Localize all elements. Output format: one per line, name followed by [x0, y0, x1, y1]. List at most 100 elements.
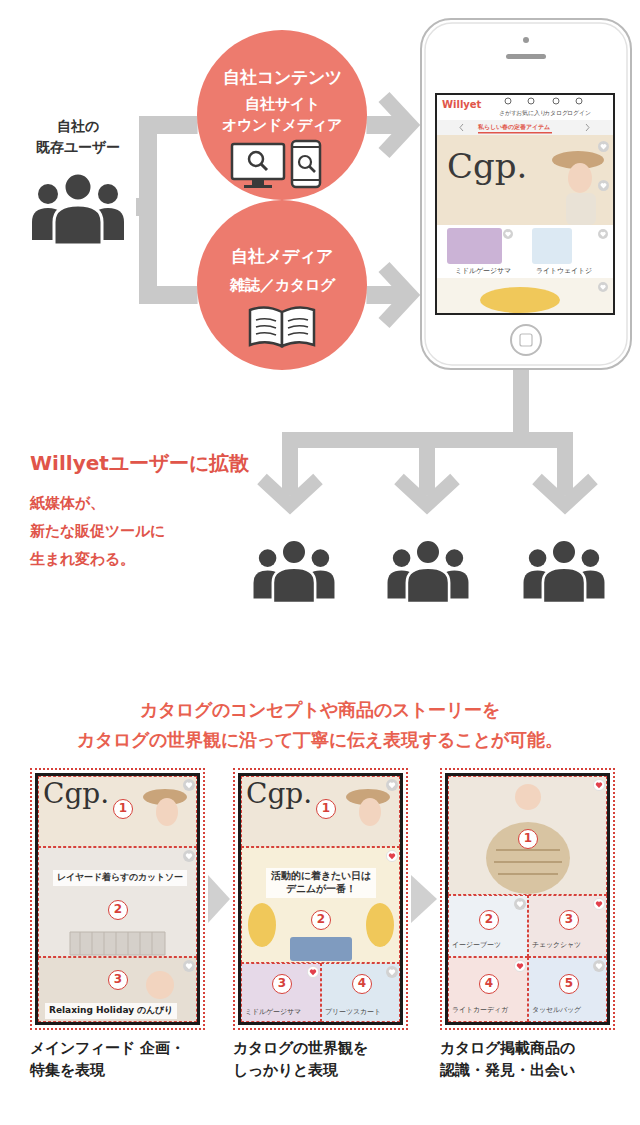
screen-photos-part	[156, 798, 178, 826]
connector	[136, 207, 198, 295]
screen-mockup: メインフィード 企画・特集を表現1Cgp.2レイヤード着らすのカットソー3Rel…	[30, 768, 205, 1030]
callout-number: 5	[559, 974, 579, 994]
smartphone-illustration-part	[586, 124, 589, 131]
smartphone-illustration-part	[421, 19, 631, 369]
smartphone-illustration-part	[437, 278, 613, 313]
label-text: Relaxing Holiday のんびり	[45, 1003, 177, 1019]
text-slot: 2	[108, 900, 128, 920]
feed-cell: 2活動的に着きたい日はデニムが一番！	[241, 847, 400, 963]
book-icon-part	[256, 319, 308, 335]
monitor-search-icon-part	[244, 185, 272, 188]
callout-number: 2	[311, 910, 331, 930]
circle-fill	[197, 200, 367, 370]
screen-photos-part	[146, 971, 174, 999]
spread-arrows-part	[262, 479, 318, 505]
screen-photos-part	[346, 789, 390, 805]
text-slot: Willyet	[442, 98, 481, 111]
text-slot: ライトカーディガ	[452, 1006, 508, 1015]
feed-cell: 4 プリーツスカート	[321, 963, 400, 1022]
connector	[366, 267, 410, 323]
label-text: タッセルバッグ	[532, 1006, 581, 1015]
smartphone-illustration-part	[478, 132, 552, 134]
feed-cell: 4 ライトカーディガ	[448, 957, 528, 1022]
label-text: ミドルゲージサマ	[455, 267, 511, 275]
phone-search-icon-part	[309, 166, 315, 172]
text-slot: 4	[352, 974, 372, 994]
feed-cell: 2レイヤード着らすのカットソー	[38, 847, 197, 957]
book-icon-part	[250, 307, 282, 346]
connector-chevron	[411, 875, 437, 923]
smartphone-illustration-part	[523, 37, 529, 43]
label-text: Willyetユーザーに拡散	[30, 450, 249, 476]
text-slot: カタログの世界観を しっかりと表現	[233, 1038, 413, 1082]
screen-photos-part	[359, 798, 381, 826]
feed-cell: 3 チェックシャツ	[528, 895, 607, 957]
favorite-icons-part	[593, 898, 604, 909]
text-slot: 自社コンテンツ	[197, 66, 367, 88]
smartphone-illustration-part	[598, 141, 609, 152]
arrowhead	[384, 267, 410, 323]
smartphone-illustration-part	[576, 98, 582, 104]
favorite-icons-part	[593, 960, 605, 972]
text-slot: 自社の 既存ユーザー	[20, 116, 136, 158]
screen-mockup: カタログ掲載商品の 認識・発見・出会い12イージーブーツ3チェックシャツ4ライト…	[440, 768, 615, 1030]
label-text: 私らしい春の定番アイテム	[478, 123, 550, 131]
favorite-icons-part	[386, 779, 398, 791]
smartphone-illustration-part	[436, 94, 614, 314]
callout-number: 3	[559, 910, 579, 930]
smartphone-illustration-part	[511, 325, 541, 355]
smartphone-illustration-part	[505, 98, 511, 104]
text-slot: ログイン	[559, 110, 599, 117]
smartphone-illustration-part	[598, 282, 608, 292]
text-slot: Cgp.	[43, 779, 109, 810]
smartphone-illustration	[421, 19, 631, 369]
text-slot: Cgp.	[246, 779, 312, 810]
smartphone-illustration-part	[437, 135, 613, 225]
text-slot: 自社メディア	[197, 245, 367, 267]
monitor-search-icon-part	[249, 152, 263, 166]
smartphone-illustration-part	[553, 98, 559, 104]
callout-number: 2	[108, 900, 128, 920]
callout-number: 3	[108, 970, 128, 990]
smartphone-illustration-part	[425, 23, 627, 365]
favorite-icons-part	[183, 960, 195, 972]
screen-photos	[70, 784, 570, 999]
label-text: プリーツスカート	[325, 1008, 381, 1017]
phone-search-icon-part	[292, 146, 320, 148]
label-text: Cgp.	[246, 779, 312, 810]
text-slot: ミドルゲージサマ	[245, 1008, 301, 1017]
people-icons	[32, 173, 604, 603]
smartphone-illustration-part	[598, 229, 608, 239]
favorite-icons-part	[183, 850, 195, 862]
label-text: 雑誌／カタログ	[217, 275, 347, 296]
people-icons-part	[32, 173, 124, 245]
text-slot: 1	[316, 799, 336, 819]
label-text: ライトカーディガ	[452, 1006, 508, 1015]
callout-number: 1	[113, 799, 133, 819]
text-slot: 雑誌／カタログ	[217, 275, 347, 296]
smartphone-illustration-part	[503, 229, 513, 239]
favorite-icons-part	[514, 960, 525, 971]
text-slot: 紙媒体が、 新たな販促ツールに 生まれ変わる。	[30, 490, 210, 573]
smartphone-illustration-part	[520, 334, 532, 346]
favorite-icons-part	[183, 779, 195, 791]
monitor-search-icon-part	[252, 179, 264, 185]
smartphone-illustration-part	[460, 124, 463, 131]
people-icons-part	[254, 540, 335, 603]
screen-photos-part	[248, 903, 276, 947]
user-group-node: 自社の 既存ユーザー	[20, 112, 136, 247]
favorite-icons-part	[514, 898, 526, 910]
text-slot: 1	[113, 799, 133, 819]
favorite-icons-part	[593, 779, 604, 790]
smartphone-illustration-part	[447, 228, 502, 264]
feed-cell: 5 タッセルバッグ	[528, 957, 607, 1022]
feed-cell: 1	[448, 776, 607, 895]
text-slot: 私らしい春の定番アイテム	[478, 123, 550, 131]
media-circle: 自社コンテンツ自社サイト オウンドメディア	[197, 30, 367, 200]
callout-number: 4	[352, 974, 372, 994]
callout-number: 4	[479, 974, 499, 994]
text-slot: チェックシャツ	[532, 941, 581, 950]
monitor-search-icon-part	[232, 144, 284, 179]
smartphone-illustration-part	[568, 163, 592, 193]
people-icons-part	[524, 540, 605, 603]
